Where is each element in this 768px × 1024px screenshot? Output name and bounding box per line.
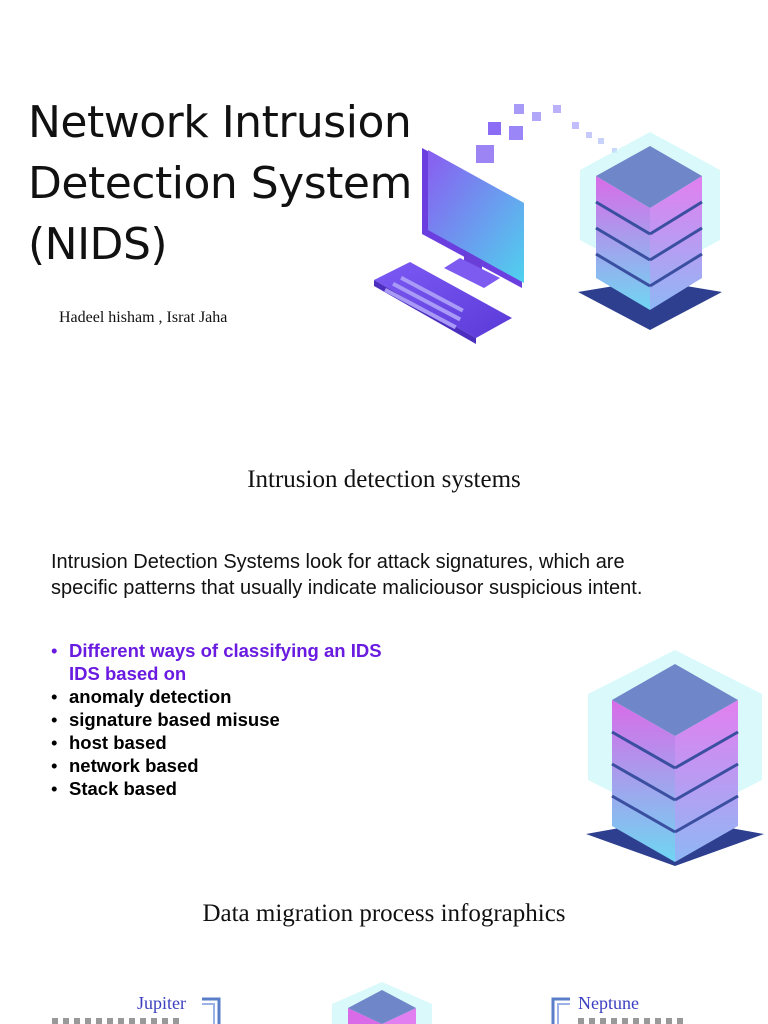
title-line: (NIDS) <box>28 219 168 270</box>
classification-list: Different ways of classifying an IDS IDS… <box>51 639 382 800</box>
bracket-icon <box>551 997 570 1024</box>
server-illustration-icon <box>578 132 722 330</box>
server-illustration-icon <box>332 982 432 1024</box>
infographic-label-left: Jupiter <box>137 993 186 1013</box>
title-line: Network Intrusion <box>28 97 412 148</box>
list-item: Different ways of classifying an IDS <box>51 639 382 662</box>
bracket-icon <box>202 997 221 1024</box>
slide-heading: Data migration process infographics <box>202 900 566 927</box>
authors: Hadeel hisham , Israt Jaha <box>59 309 228 326</box>
list-item: host based <box>51 731 382 754</box>
infographic-label-right: Neptune <box>578 993 639 1013</box>
list-item: anomaly detection <box>51 685 382 708</box>
title-line: Detection System <box>28 158 412 209</box>
list-item: Stack based <box>51 777 382 800</box>
text-fragment <box>578 1018 688 1024</box>
text-fragment <box>52 1018 182 1024</box>
slide-heading: Intrusion detection systems <box>247 466 521 493</box>
computer-illustration-icon <box>374 104 617 344</box>
list-item: network based <box>51 754 382 777</box>
slide-title: Network Intrusion Detection System (NIDS… <box>28 92 412 275</box>
list-item: IDS based on <box>69 663 187 684</box>
intro-paragraph: Intrusion Detection Systems look for att… <box>51 551 643 599</box>
list-item: signature based misuse <box>51 708 382 731</box>
server-illustration-icon <box>586 650 764 866</box>
